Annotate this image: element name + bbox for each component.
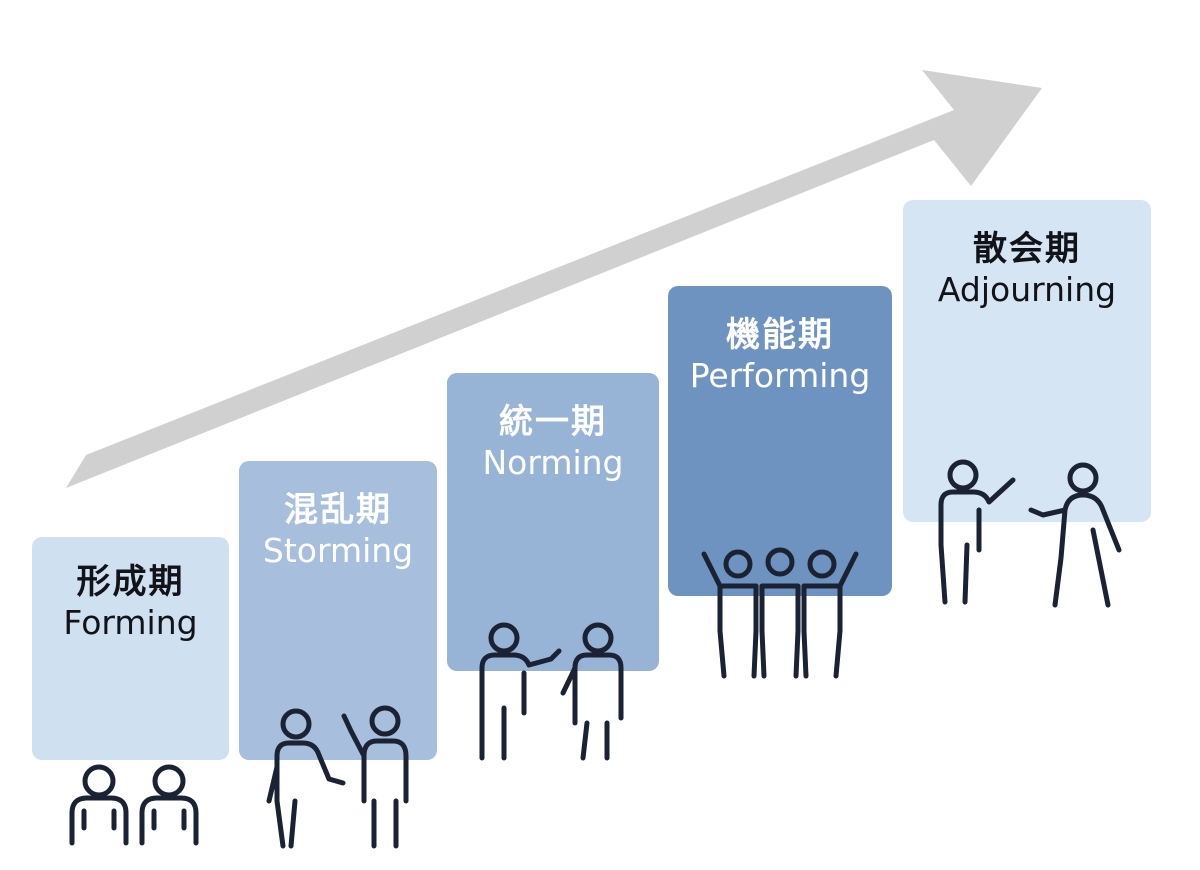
stage-norming-jp-label: 統一期 [499, 402, 607, 442]
stage-adjourning: 散会期 Adjourning [903, 200, 1151, 608]
stage-forming-jp-label: 形成期 [76, 562, 185, 602]
people-waving-goodbye-icon [938, 459, 1122, 608]
stage-performing-en-label: Performing [689, 356, 871, 395]
stage-storming: 混乱期 Storming [239, 461, 437, 849]
stage-adjourning-en-label: Adjourning [937, 270, 1117, 309]
people-arguing-icon [266, 705, 409, 849]
group-cheering-icon [701, 547, 859, 679]
progress-arrow-shape [66, 70, 1042, 488]
stage-storming-jp-label: 混乱期 [284, 490, 392, 530]
stage-forming-en-label: Forming [63, 603, 198, 642]
stage-adjourning-jp-label: 散会期 [973, 229, 1081, 269]
two-people-icon [69, 764, 199, 846]
stage-norming-en-label: Norming [482, 443, 624, 482]
stage-forming: 形成期 Forming [32, 537, 229, 846]
people-agreeing-icon [479, 622, 624, 761]
progress-arrow [66, 70, 1042, 488]
stage-storming-en-label: Storming [262, 531, 414, 570]
stage-performing-jp-label: 機能期 [726, 315, 834, 355]
team-development-diagram: 形成期 Forming 混乱期 Storming 統一期 Norming [32, 70, 1151, 849]
stage-performing: 機能期 Performing [668, 286, 892, 679]
stage-norming: 統一期 Norming [447, 373, 659, 761]
